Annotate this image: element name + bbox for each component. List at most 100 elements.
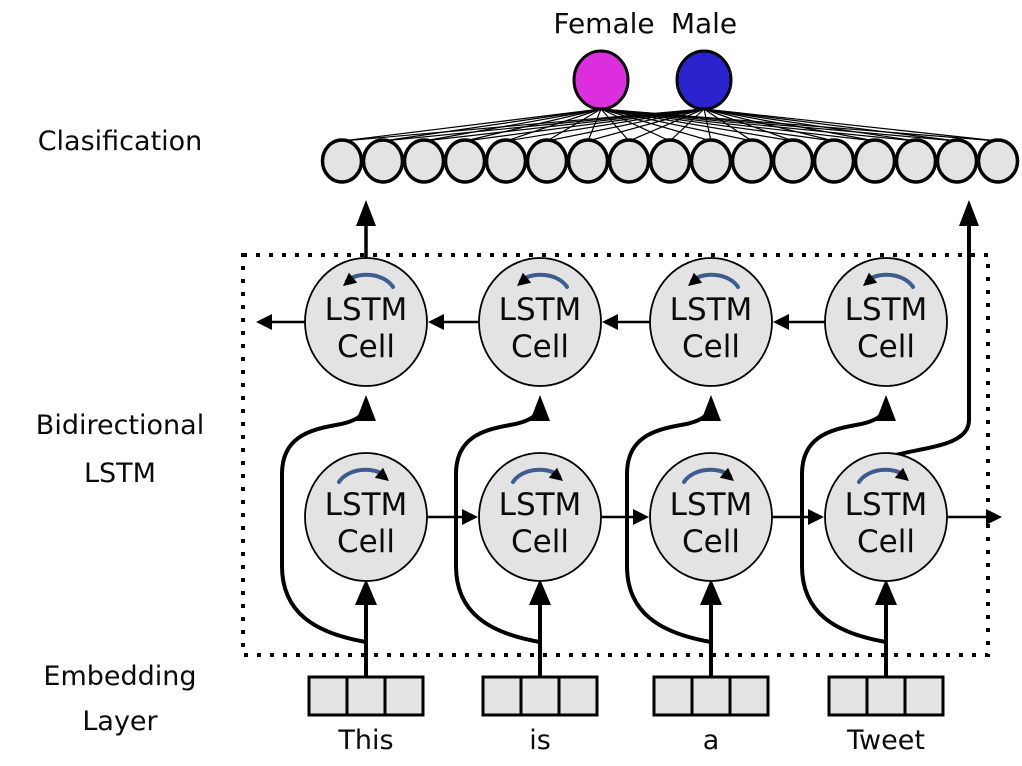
classification-unit-node — [566, 138, 610, 184]
recurrent-loop-icon — [863, 272, 878, 286]
classification-unit-node — [361, 138, 405, 184]
classification-unit-node — [689, 138, 733, 184]
lstm-cell-label-line2: Cell — [682, 524, 740, 560]
dense-connection-line — [382, 108, 705, 142]
recurrent-loop-icon — [548, 467, 563, 481]
backward-state-arrowhead — [773, 314, 789, 330]
embedding-vector-cell — [557, 675, 599, 717]
classification-unit-node — [771, 138, 815, 184]
input-branch-curve — [625, 403, 713, 644]
classification-unit-node — [853, 138, 897, 184]
dense-connection-line — [587, 108, 705, 142]
classification-unit-node — [525, 138, 569, 184]
dense-connection-line — [628, 108, 705, 142]
dense-connection-line — [600, 108, 753, 142]
forward-output-arrowhead — [959, 200, 979, 226]
backward-state-arrowhead — [428, 314, 444, 330]
embedding-layer-label-line2: Layer — [82, 706, 158, 737]
lstm-cell-label-line2: Cell — [337, 524, 395, 560]
lstm-cell-label-line1: LSTM — [325, 487, 408, 523]
input-token-label: is — [529, 725, 551, 756]
dense-connection-line — [587, 108, 602, 142]
dense-connection-line — [703, 108, 753, 142]
embedding-layer-label-line1: Embedding — [43, 661, 197, 692]
forward-lstm-cell — [649, 452, 773, 582]
dense-connection-line — [341, 108, 705, 142]
embedding-vector-cell — [345, 675, 387, 717]
backward-lstm-cell — [649, 257, 773, 387]
dense-connection-line — [423, 108, 705, 142]
lstm-cell-label-line1: LSTM — [499, 292, 582, 328]
dense-connection-line — [703, 108, 794, 142]
forward-lstm-cell — [478, 452, 602, 582]
recurrent-loop-icon — [719, 467, 734, 481]
dense-connection-line — [546, 108, 705, 142]
input-token-label: Tweet — [846, 725, 925, 756]
backward-state-arrowhead — [602, 314, 618, 330]
recurrent-loop-icon — [517, 272, 532, 286]
lstm-cell-label-line2: Cell — [857, 524, 915, 560]
dense-connection-line — [600, 108, 794, 142]
forward-state-arrowhead — [633, 509, 649, 525]
embedding-vector-cell — [865, 675, 907, 717]
lstm-cell-label-line1: LSTM — [670, 487, 753, 523]
dense-connection-line — [600, 108, 630, 142]
input-branch-curve — [454, 403, 542, 644]
input-branch-arrowhead — [356, 395, 376, 421]
embedding-vector-cell — [383, 675, 425, 717]
bidirectional-lstm-label-line2: LSTM — [84, 458, 156, 489]
classification-unit-node — [935, 138, 979, 184]
forward-state-arrowhead — [986, 509, 1002, 525]
backward-state-arrowhead — [256, 314, 272, 330]
embedding-vector-cell — [307, 675, 349, 717]
dense-connection-line — [464, 108, 602, 142]
embedding-input-arrowhead — [875, 579, 897, 605]
embedding-vector-cell — [652, 675, 694, 717]
embedding-input-arrowhead — [529, 579, 551, 605]
lstm-cell-label-line1: LSTM — [845, 487, 928, 523]
recurrent-loop-icon — [688, 272, 703, 286]
embedding-vector-cell — [481, 675, 523, 717]
female-output-node — [572, 49, 630, 111]
dense-connection-line — [505, 108, 705, 142]
classification-unit-node — [402, 138, 446, 184]
embedding-vector-cell — [690, 675, 732, 717]
embedding-vector-cell — [827, 675, 869, 717]
recurrent-loop-icon — [894, 467, 909, 481]
dense-connection-line — [703, 108, 712, 142]
forward-state-arrowhead — [808, 509, 824, 525]
embedding-input-arrowhead — [355, 579, 377, 605]
dense-connection-line — [703, 108, 876, 142]
classification-unit-node — [730, 138, 774, 184]
dense-connection-line — [600, 108, 712, 142]
lstm-cell-label-line1: LSTM — [325, 292, 408, 328]
lstm-cell-label-line2: Cell — [857, 329, 915, 365]
classification-unit-node — [976, 138, 1020, 184]
lstm-cell-label-line2: Cell — [511, 524, 569, 560]
bidirectional-lstm-label: Bidirectional LSTM — [0, 402, 240, 498]
dense-connection-line — [505, 108, 602, 142]
input-token-label: a — [703, 725, 720, 756]
dense-connection-line — [546, 108, 602, 142]
dense-connection-line — [703, 108, 999, 142]
dense-connection-line — [703, 108, 958, 142]
input-branch-curve — [800, 403, 888, 644]
dense-connection-line — [600, 108, 671, 142]
female-class-label: Female — [553, 7, 655, 40]
male-class-label: Male — [670, 7, 738, 40]
dense-connection-line — [703, 108, 835, 142]
lstm-cell-label-line1: LSTM — [670, 292, 753, 328]
dense-connection-line — [423, 108, 602, 142]
classification-layer-label: Clasification — [37, 126, 203, 157]
input-branch-arrowhead — [530, 395, 550, 421]
embedding-vector-cell — [728, 675, 770, 717]
input-token-label: This — [337, 725, 393, 756]
classification-unit-node — [812, 138, 856, 184]
lstm-cell-label-line2: Cell — [511, 329, 569, 365]
embedding-vector-cell — [903, 675, 945, 717]
backward-lstm-cell — [304, 257, 428, 387]
backward-lstm-cell — [478, 257, 602, 387]
lstm-cell-label-line2: Cell — [337, 329, 395, 365]
